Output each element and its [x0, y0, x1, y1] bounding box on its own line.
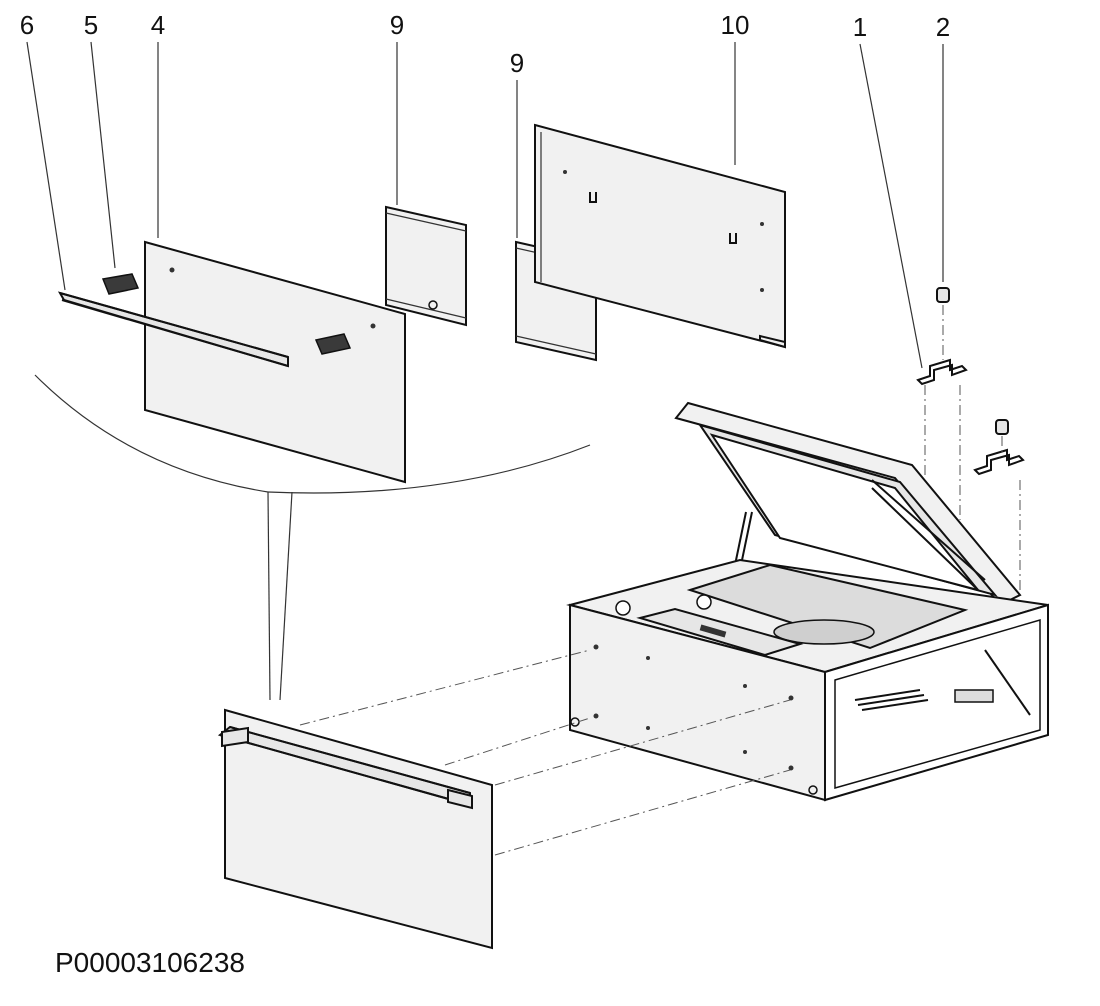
callout-4: 4	[151, 10, 165, 40]
front-panel-detail	[217, 708, 493, 950]
callout-6: 6	[20, 10, 34, 40]
machine-internals	[854, 649, 1031, 716]
rear-panel-part-10	[534, 123, 786, 349]
detail-callout-curves	[34, 374, 591, 701]
cap-part-2	[936, 287, 1009, 435]
assembly-dash-lines	[924, 305, 1021, 590]
clamp-part-1	[916, 358, 1025, 476]
part-number: P00003106238	[55, 947, 245, 978]
bracket-part-5	[101, 273, 352, 355]
callout-10: 10	[721, 10, 750, 40]
front-panel-dash-lines	[299, 649, 791, 856]
leader-lines	[26, 41, 944, 369]
machine-body	[566, 401, 1049, 802]
callout-labels: 6 5 4 9 10 9 1 2	[20, 10, 950, 78]
callout-9-top: 9	[390, 10, 404, 40]
callout-1: 1	[853, 12, 867, 42]
callout-5: 5	[84, 10, 98, 40]
handle-part-6	[57, 291, 289, 368]
mounting-plate-part-9-upper	[385, 205, 467, 327]
callout-9-left: 9	[510, 48, 524, 78]
callout-2: 2	[936, 12, 950, 42]
